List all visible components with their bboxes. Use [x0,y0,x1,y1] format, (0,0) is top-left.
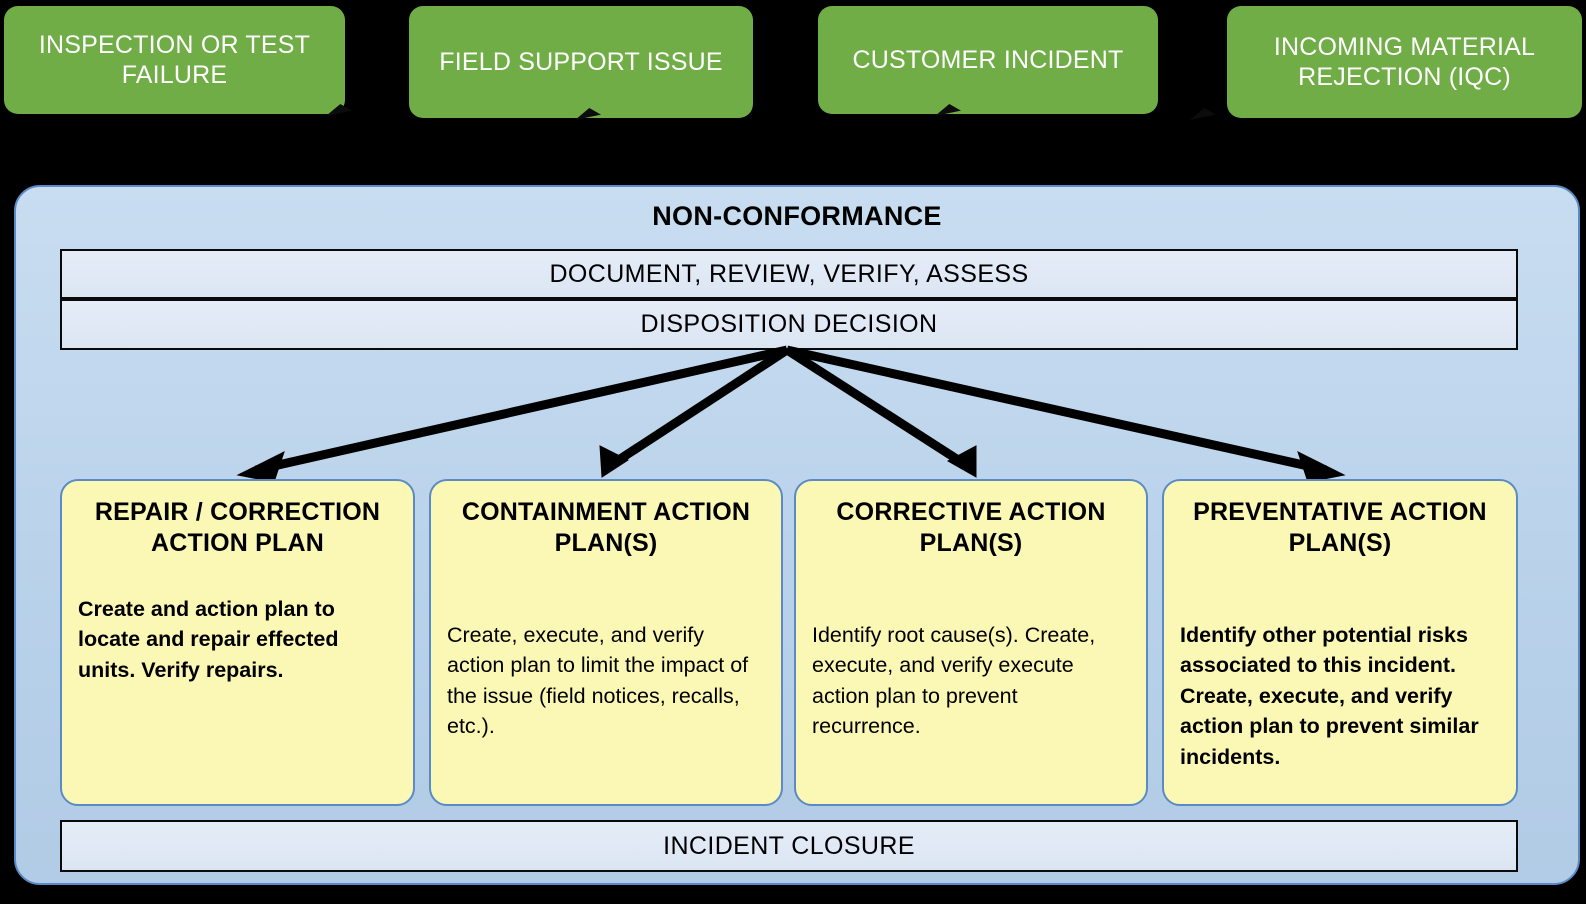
arrow-to-preventative-plan [786,345,1346,483]
process-strip-incident-closure[interactable]: INCIDENT CLOSURE [60,820,1518,872]
source-box-field-support-issue[interactable]: FIELD SUPPORT ISSUE [409,6,753,118]
source-box-label: FIELD SUPPORT ISSUE [439,47,723,76]
plan-card-body: Create, execute, and verify action plan … [447,622,749,739]
plan-card-title: REPAIR / CORRECTION ACTION PLAN [94,498,381,558]
arrow-to-containment-plan [599,346,790,478]
plan-card-title: CONTAINMENT ACTION PLAN(S) [461,498,751,558]
non-conformance-panel: NON-CONFORMANCE DOCUMENT, REVIEW, VERIFY… [14,185,1580,885]
process-strip-label: DOCUMENT, REVIEW, VERIFY, ASSESS [549,259,1029,288]
plan-card-containment[interactable]: CONTAINMENT ACTION PLAN(S) Create, execu… [429,479,783,806]
plan-card-preventative[interactable]: PREVENTATIVE ACTION PLAN(S) Identify oth… [1162,479,1518,806]
plan-card-body: Identify root cause(s). Create, execute,… [812,622,1096,739]
source-box-customer-incident[interactable]: CUSTOMER INCIDENT [818,6,1158,114]
process-strip-disposition-decision[interactable]: DISPOSITION DECISION [60,299,1518,350]
plan-card-title: CORRECTIVE ACTION PLAN(S) [836,498,1106,558]
plan-card-corrective[interactable]: CORRECTIVE ACTION PLAN(S) Identify root … [794,479,1148,806]
source-box-label: CUSTOMER INCIDENT [852,45,1124,74]
plan-card-repair-correction[interactable]: REPAIR / CORRECTION ACTION PLAN Create a… [60,479,415,806]
plan-card-body: Create and action plan to locate and rep… [78,596,339,682]
process-strip-label: INCIDENT CLOSURE [663,831,915,860]
plan-card-title: PREVENTATIVE ACTION PLAN(S) [1193,498,1487,558]
source-box-incoming-material-rejection[interactable]: INCOMING MATERIAL REJECTION (IQC) [1227,6,1582,118]
process-strip-label: DISPOSITION DECISION [640,310,938,338]
source-box-label: INCOMING MATERIAL REJECTION (IQC) [1273,32,1536,92]
process-strip-document-review-verify-assess[interactable]: DOCUMENT, REVIEW, VERIFY, ASSESS [60,249,1518,299]
arrow-to-corrective-plan [784,346,977,478]
page-title: NON-CONFORMANCE [652,201,942,231]
plan-card-body: Identify other potential risks associate… [1180,622,1479,769]
source-box-label: INSPECTION OR TEST FAILURE [38,30,311,90]
connector-stub-icon-4 [1190,108,1216,120]
arrow-to-repair-correction-plan [236,345,788,483]
source-box-inspection-or-test-failure[interactable]: INSPECTION OR TEST FAILURE [4,6,345,114]
